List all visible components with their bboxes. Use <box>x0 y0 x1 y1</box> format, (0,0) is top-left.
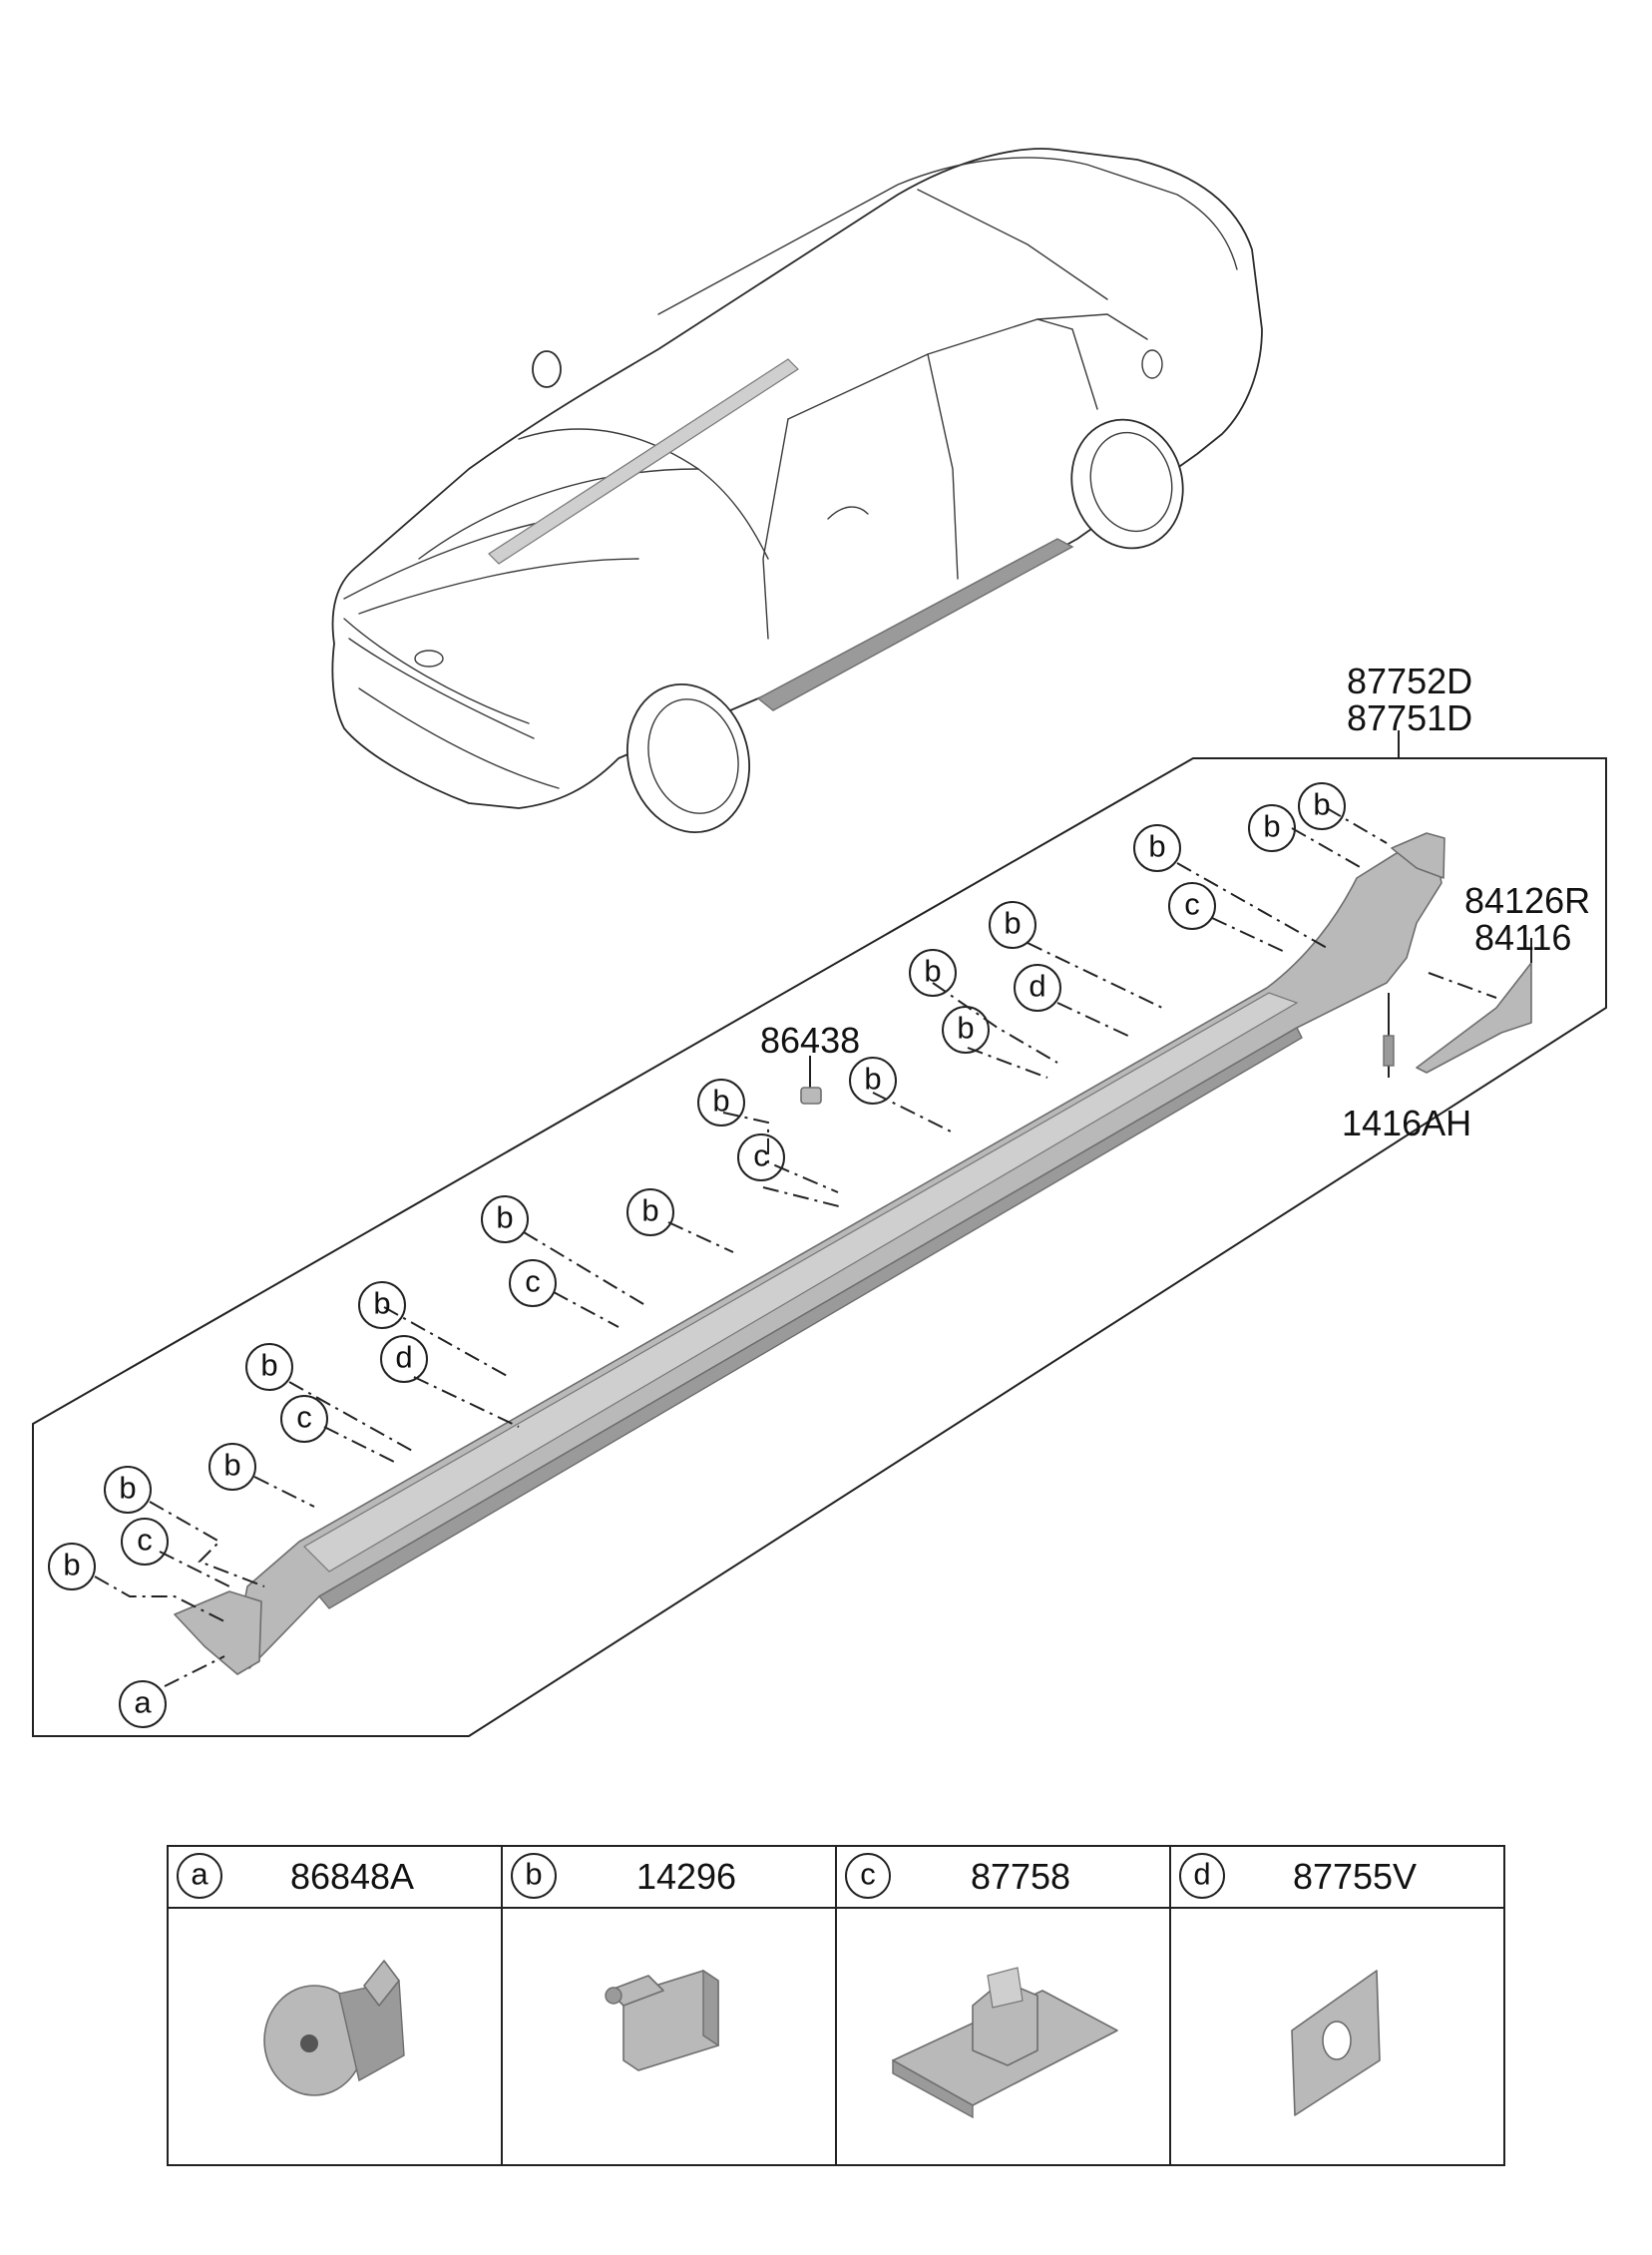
callout-bubble-letter: b <box>957 1011 974 1046</box>
legend-cells: a 86848A b 14296 c 87758 d 87755V <box>177 1853 1417 1899</box>
callout-86438: 86438 <box>760 1020 860 1061</box>
side-sill-molding <box>174 832 1446 1675</box>
callout-87752D: 87752D <box>1347 661 1472 701</box>
callout-bubble-letter: d <box>1029 969 1045 1004</box>
callout-bubble-c: c <box>509 1259 557 1307</box>
assembly-frame <box>32 730 1607 1737</box>
callout-bubble-b: b <box>104 1466 152 1514</box>
callout-bubble-letter: c <box>296 1400 312 1435</box>
legend-part-number: 87755V <box>1293 1856 1417 1897</box>
callout-bubble-letter: c <box>753 1138 769 1173</box>
callout-bubble-b: b <box>626 1188 674 1236</box>
callout-87751D: 87751D <box>1347 697 1472 738</box>
callout-bubble-letter: b <box>712 1084 729 1119</box>
callout-84126R: 84126R <box>1464 880 1590 921</box>
callout-84116: 84116 <box>1474 917 1571 958</box>
callout-bubble-b: b <box>942 1006 990 1054</box>
callout-bubble-a: a <box>119 1680 167 1728</box>
callout-bubble-letter: a <box>134 1685 152 1720</box>
legend-letter: d <box>1193 1857 1210 1892</box>
callout-bubble-c: c <box>121 1518 169 1566</box>
callout-bubble-letter: c <box>137 1523 153 1558</box>
callout-bubble-b: b <box>989 901 1036 949</box>
screw-1416AH <box>1383 993 1395 1078</box>
callout-bubble-b: b <box>909 949 957 997</box>
square-clip-icon <box>605 1969 719 2071</box>
callout-bubble-b: b <box>1133 824 1181 872</box>
callout-bubble-letter: b <box>63 1548 80 1582</box>
callout-bubble-letter: b <box>1263 809 1280 844</box>
callout-bubble-b: b <box>358 1281 406 1329</box>
legend-letter: b <box>525 1857 542 1892</box>
callout-bubble-letter: b <box>119 1471 136 1506</box>
callout-bubble-letter: b <box>864 1062 881 1097</box>
callout-bubble-letter: b <box>924 954 941 989</box>
legend-cell-a: a 86848A <box>177 1853 414 1899</box>
callout-bubble-b: b <box>245 1343 293 1391</box>
callout-bubble-b: b <box>48 1543 96 1590</box>
callout-bubble-b: b <box>1298 782 1346 830</box>
callout-bubble-letter: b <box>260 1348 277 1383</box>
fastener-legend-table <box>167 1845 1505 2166</box>
callout-bubble-d: d <box>1014 964 1061 1012</box>
callout-bubble-b: b <box>849 1057 897 1105</box>
legend-cell-c: c 87758 <box>845 1853 1070 1899</box>
legend-part-number: 14296 <box>636 1856 736 1897</box>
callout-bubble-letter: b <box>1313 787 1330 822</box>
callout-bubble-b: b <box>697 1079 745 1127</box>
callout-1416AH: 1416AH <box>1342 1103 1471 1143</box>
legend-cell-d: d 87755V <box>1179 1853 1417 1899</box>
callout-bubble-letter: c <box>525 1264 541 1299</box>
callout-bubble-b: b <box>1248 804 1296 852</box>
callout-bubble-letter: b <box>641 1193 658 1228</box>
callout-bubble-d: d <box>380 1335 428 1383</box>
callout-bubble-letter: b <box>373 1286 390 1321</box>
legend-letter: a <box>191 1857 208 1892</box>
callout-bubble-c: c <box>280 1395 328 1443</box>
push-nut-fastener-icon <box>263 1960 405 2096</box>
callout-bubble-letter: b <box>223 1448 240 1483</box>
legend-part-number: 87758 <box>971 1856 1070 1897</box>
callout-bubble-letter: c <box>1184 887 1200 922</box>
callout-bubble-c: c <box>1168 882 1216 930</box>
callout-bubble-b: b <box>208 1443 256 1491</box>
callout-bubble-letter: b <box>496 1200 513 1235</box>
callout-bubble-letter: d <box>395 1340 412 1375</box>
legend-part-number: 86848A <box>290 1856 414 1897</box>
callout-bubble-b: b <box>481 1195 529 1243</box>
retainer-clip-icon <box>892 1967 1118 2119</box>
legend-letter: c <box>860 1857 876 1892</box>
car-illustration <box>331 148 1263 833</box>
square-pad-icon <box>1291 1970 1381 2116</box>
legend-cell-b: b 14296 <box>511 1853 736 1899</box>
mud-guard <box>1416 962 1532 1074</box>
callout-bubble-letter: b <box>1148 829 1165 864</box>
clip-86438 <box>800 1056 822 1105</box>
callout-bubble-letter: b <box>1004 906 1021 941</box>
callout-bubble-c: c <box>737 1133 785 1181</box>
